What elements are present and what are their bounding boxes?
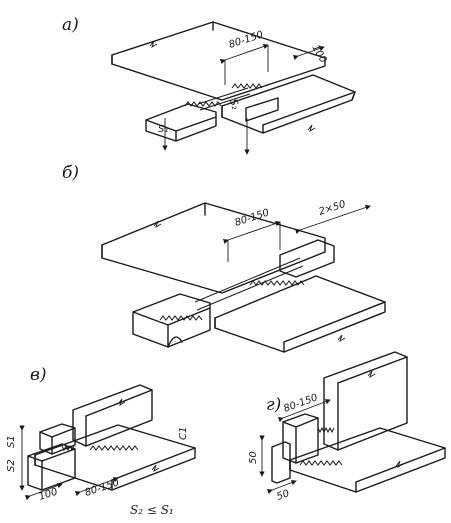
panel-a-dim-s2: S₂ (227, 98, 240, 111)
panel-b-weld (159, 257, 305, 321)
panel-b-label: б) (62, 163, 79, 183)
panel-a-label: а) (62, 15, 79, 35)
panel-v: в) S1 S2 C1 (6, 365, 196, 517)
panel-a-back-plate (111, 21, 326, 101)
panel-b: б) 80-150 (62, 163, 386, 353)
panel-g-label: г) (266, 395, 281, 415)
panel-g: г) 80-150 50 (248, 351, 446, 503)
panel-g-web-plate (323, 351, 408, 451)
panel-v-formula: S₂ ≤ S₁ (130, 503, 174, 517)
panel-v-dim-s: S1 (6, 435, 17, 448)
panel-a-dimensions: 80-150 100 S₂ S₁ (158, 29, 328, 155)
panel-a: а) 80-150 (62, 15, 356, 155)
panel-v-label: в) (30, 365, 47, 385)
panel-g-dim-height: 50 (248, 451, 259, 464)
panel-v-weld (61, 444, 139, 452)
panel-v-dim-c: C1 (178, 427, 189, 440)
panel-g-base-plate (289, 427, 446, 493)
panel-a-front-plate (221, 74, 356, 134)
panel-g-dim-base: 50 (275, 488, 291, 503)
panel-a-cross-strip (145, 97, 279, 142)
panel-a-dim-s1: S₁ (158, 124, 168, 135)
panel-a-weld (184, 83, 263, 111)
panel-v-web-plate (72, 384, 153, 447)
panel-b-back-plate (101, 202, 326, 294)
panel-b-cross-bars (132, 239, 335, 348)
panel-b-dim-gap: 80-150 (234, 207, 271, 228)
panel-v-dim-s2: S2 (6, 459, 17, 472)
panel-g-weld (299, 426, 343, 466)
panel-b-front-plate (214, 275, 386, 353)
panel-v-dim-gap: 80-150 (84, 477, 121, 498)
panel-g-strips (271, 413, 319, 484)
